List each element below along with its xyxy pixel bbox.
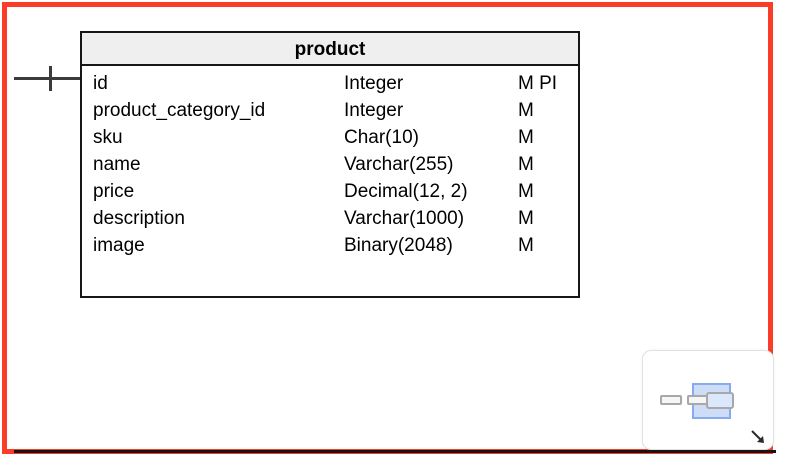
diagram-canvas[interactable]: product id Integer M PI product_category… bbox=[2, 2, 776, 454]
table-row[interactable]: id Integer M PI bbox=[82, 70, 578, 97]
relationship-one-notation-icon bbox=[49, 66, 52, 91]
attribute-type: Integer bbox=[344, 73, 404, 94]
canvas-bottom-rule bbox=[14, 450, 776, 453]
minimap-shape bbox=[660, 395, 682, 405]
attribute-flags: M bbox=[518, 235, 534, 256]
attribute-flags: M PI bbox=[518, 73, 558, 94]
attribute-name: product_category_id bbox=[93, 100, 266, 121]
table-row[interactable]: price Decimal(12, 2) M bbox=[82, 178, 578, 205]
table-row[interactable]: description Varchar(1000) M bbox=[82, 205, 578, 232]
attribute-flags: M bbox=[518, 154, 534, 175]
attribute-name: description bbox=[93, 208, 185, 229]
relationship-line[interactable] bbox=[14, 77, 80, 80]
table-row[interactable]: product_category_id Integer M bbox=[82, 97, 578, 124]
attribute-name: sku bbox=[93, 127, 123, 148]
entity-title: product bbox=[82, 33, 578, 66]
attribute-flags: M bbox=[518, 127, 534, 148]
attribute-type: Varchar(255) bbox=[344, 154, 454, 175]
table-row[interactable]: name Varchar(255) M bbox=[82, 151, 578, 178]
attribute-flags: M bbox=[518, 208, 534, 229]
entity-product[interactable]: product id Integer M PI product_category… bbox=[80, 31, 580, 298]
attribute-type: Binary(2048) bbox=[344, 235, 453, 256]
entity-attribute-list: id Integer M PI product_category_id Inte… bbox=[82, 66, 578, 259]
resize-arrow-icon[interactable] bbox=[749, 428, 767, 446]
attribute-type: Integer bbox=[344, 100, 404, 121]
attribute-type: Char(10) bbox=[344, 127, 419, 148]
attribute-type: Decimal(12, 2) bbox=[344, 181, 468, 202]
attribute-name: name bbox=[93, 154, 141, 175]
minimap-panel[interactable] bbox=[642, 350, 774, 450]
attribute-flags: M bbox=[518, 181, 534, 202]
table-row[interactable]: sku Char(10) M bbox=[82, 124, 578, 151]
table-row[interactable]: image Binary(2048) M bbox=[82, 232, 578, 259]
minimap-shape bbox=[706, 392, 734, 409]
attribute-type: Varchar(1000) bbox=[344, 208, 465, 229]
attribute-flags: M bbox=[518, 100, 534, 121]
attribute-name: id bbox=[93, 73, 108, 94]
attribute-name: price bbox=[93, 181, 135, 202]
attribute-name: image bbox=[93, 235, 145, 256]
